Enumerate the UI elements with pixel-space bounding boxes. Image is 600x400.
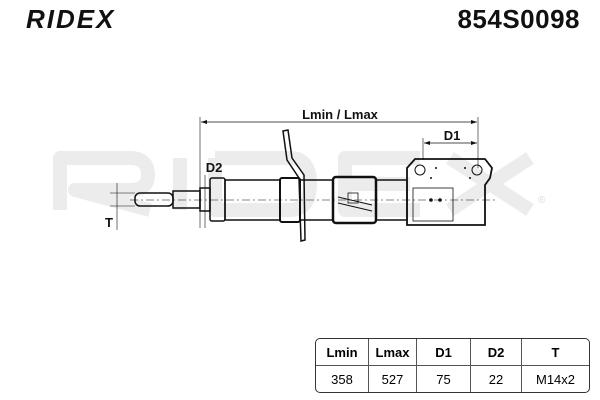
registered-mark: ® [538, 195, 546, 206]
part-number: 854S0098 [457, 4, 580, 34]
specs-table: Lmin Lmax D1 D2 T 358 527 75 22 M14x2 [315, 338, 590, 393]
brand-logo: RIDEX [26, 4, 116, 34]
length-label: Lmin / Lmax [302, 107, 379, 122]
header-cell: D1 [417, 339, 471, 366]
value-cell: 358 [316, 366, 369, 392]
d1-label: D1 [444, 128, 461, 143]
table-row: 358 527 75 22 M14x2 [316, 366, 589, 392]
mounting-bracket [406, 158, 493, 226]
table-header-row: Lmin Lmax D1 D2 T [316, 339, 589, 366]
piston-rod [172, 190, 201, 209]
value-cell: M14x2 [535, 371, 576, 387]
value-cell: 75 [417, 366, 471, 392]
value-cell: 22 [471, 366, 522, 392]
t-label: T [105, 215, 113, 230]
header-cell: D2 [471, 339, 522, 366]
spring-plate [282, 129, 306, 242]
header-cell: T [522, 339, 589, 366]
header-cell: Lmax [369, 339, 417, 366]
mount-hole [471, 164, 483, 176]
mount-hole [414, 164, 426, 176]
piston-rod-thread [134, 192, 174, 207]
value-cell: 527 [369, 366, 417, 392]
header-cell: Lmin [316, 339, 369, 366]
top-cap [209, 177, 226, 222]
d2-label: D2 [206, 160, 223, 175]
